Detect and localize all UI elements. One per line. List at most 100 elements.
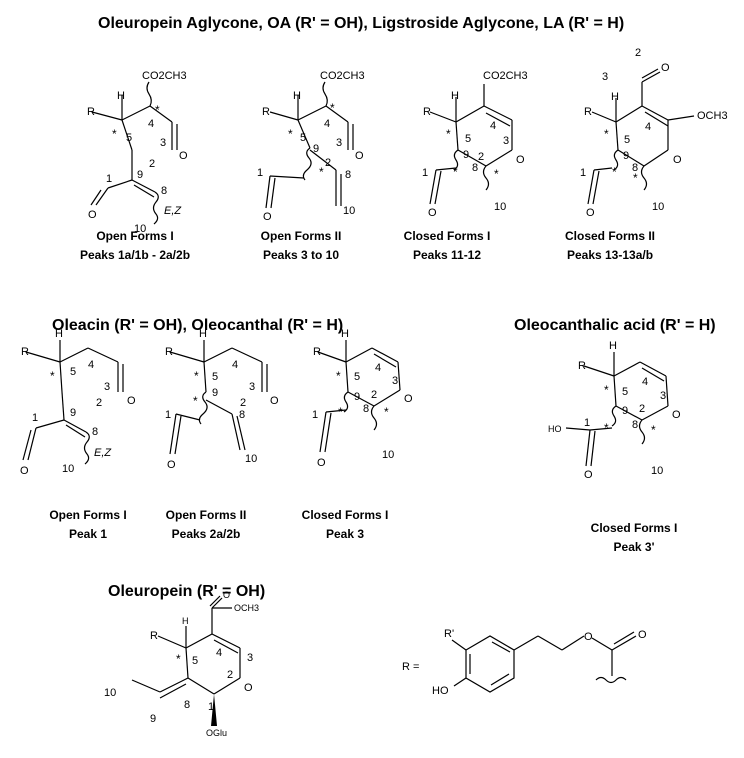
svg-text:2: 2 xyxy=(639,403,645,415)
svg-text:2: 2 xyxy=(635,47,641,59)
svg-text:10: 10 xyxy=(651,465,663,477)
svg-text:3: 3 xyxy=(249,381,255,393)
svg-text:1: 1 xyxy=(422,167,428,179)
title-oleocanthalic-acid: Oleocanthalic acid (R' = H) xyxy=(514,317,716,334)
svg-text:H: H xyxy=(451,90,459,102)
svg-text:H: H xyxy=(609,340,617,352)
svg-text:O: O xyxy=(428,207,437,219)
svg-text:10: 10 xyxy=(382,449,394,461)
svg-text:2: 2 xyxy=(96,397,102,409)
svg-text:O: O xyxy=(355,150,364,162)
svg-text:*: * xyxy=(155,103,160,117)
svg-text:9: 9 xyxy=(137,169,143,181)
svg-text:O: O xyxy=(179,150,188,162)
svg-text:9: 9 xyxy=(150,713,156,725)
svg-text:4: 4 xyxy=(216,647,222,659)
svg-text:1: 1 xyxy=(32,412,38,424)
svg-text:10: 10 xyxy=(134,223,146,235)
svg-text:2: 2 xyxy=(149,158,155,170)
svg-text:2: 2 xyxy=(227,669,233,681)
svg-text:4: 4 xyxy=(148,118,154,130)
svg-text:5: 5 xyxy=(354,371,360,383)
svg-text:4: 4 xyxy=(375,362,381,374)
svg-text:3: 3 xyxy=(392,375,398,387)
svg-text:O: O xyxy=(88,209,97,221)
svg-text:O: O xyxy=(661,62,670,74)
svg-text:1: 1 xyxy=(106,173,112,185)
svg-text:H: H xyxy=(199,328,207,340)
svg-text:2: 2 xyxy=(371,389,377,401)
svg-text:3: 3 xyxy=(336,137,342,149)
svg-text:O: O xyxy=(672,409,681,421)
svg-text:O: O xyxy=(404,393,413,405)
svg-text:O: O xyxy=(673,154,682,166)
svg-text:HO: HO xyxy=(548,424,562,434)
svg-text:*: * xyxy=(338,405,343,419)
svg-text:O: O xyxy=(584,631,593,643)
svg-text:4: 4 xyxy=(88,359,94,371)
svg-text:3: 3 xyxy=(160,137,166,149)
svg-text:8: 8 xyxy=(239,409,245,421)
svg-text:1: 1 xyxy=(208,701,214,713)
svg-text:1: 1 xyxy=(312,409,318,421)
svg-text:R: R xyxy=(578,360,586,372)
svg-text:5: 5 xyxy=(212,371,218,383)
svg-text:R: R xyxy=(262,106,270,118)
svg-text:1: 1 xyxy=(165,409,171,421)
svg-text:10: 10 xyxy=(343,205,355,217)
svg-text:O: O xyxy=(638,629,647,641)
svg-text:1: 1 xyxy=(584,417,590,429)
svg-text:*: * xyxy=(330,101,335,115)
title-oleuropein: Oleuropein (R' = OH) xyxy=(108,583,266,600)
svg-text:4: 4 xyxy=(490,120,496,132)
svg-text:1: 1 xyxy=(580,167,586,179)
svg-text:5: 5 xyxy=(70,366,76,378)
svg-text:*: * xyxy=(336,369,341,383)
svg-text:10: 10 xyxy=(652,201,664,213)
svg-text:O: O xyxy=(586,207,595,219)
svg-text:*: * xyxy=(176,652,181,666)
svg-text:R =: R = xyxy=(402,661,419,673)
svg-text:*: * xyxy=(50,369,55,383)
svg-text:10: 10 xyxy=(245,453,257,465)
svg-text:O: O xyxy=(127,395,136,407)
svg-text:R: R xyxy=(313,346,321,358)
svg-text:*: * xyxy=(651,423,656,437)
svg-text:O: O xyxy=(167,459,176,471)
svg-text:O: O xyxy=(516,154,525,166)
svg-text:3: 3 xyxy=(602,71,608,83)
svg-text:10: 10 xyxy=(104,687,116,699)
svg-text:*: * xyxy=(319,165,324,179)
svg-text:*: * xyxy=(112,127,117,141)
svg-text:8: 8 xyxy=(161,185,167,197)
svg-text:R: R xyxy=(150,630,158,642)
svg-text:*: * xyxy=(446,127,451,141)
svg-text:5: 5 xyxy=(622,386,628,398)
title-aglycones: Oleuropein Aglycone, OA (R' = OH), Ligst… xyxy=(98,15,625,32)
svg-text:9: 9 xyxy=(622,405,628,417)
svg-text:O: O xyxy=(244,682,253,694)
svg-text:10: 10 xyxy=(494,201,506,213)
svg-text:R: R xyxy=(165,346,173,358)
svg-text:O: O xyxy=(270,395,279,407)
svg-text:8: 8 xyxy=(184,699,190,711)
svg-text:O: O xyxy=(223,590,230,600)
svg-text:*: * xyxy=(612,165,617,179)
svg-text:5: 5 xyxy=(126,132,132,144)
svg-text:CO2CH3: CO2CH3 xyxy=(320,70,365,82)
svg-text:8: 8 xyxy=(92,426,98,438)
svg-text:O: O xyxy=(263,211,272,223)
svg-text:8: 8 xyxy=(345,169,351,181)
label-r: R xyxy=(87,106,95,118)
svg-text:*: * xyxy=(453,165,458,179)
svg-text:8: 8 xyxy=(363,403,369,415)
svg-text:9: 9 xyxy=(623,150,629,162)
